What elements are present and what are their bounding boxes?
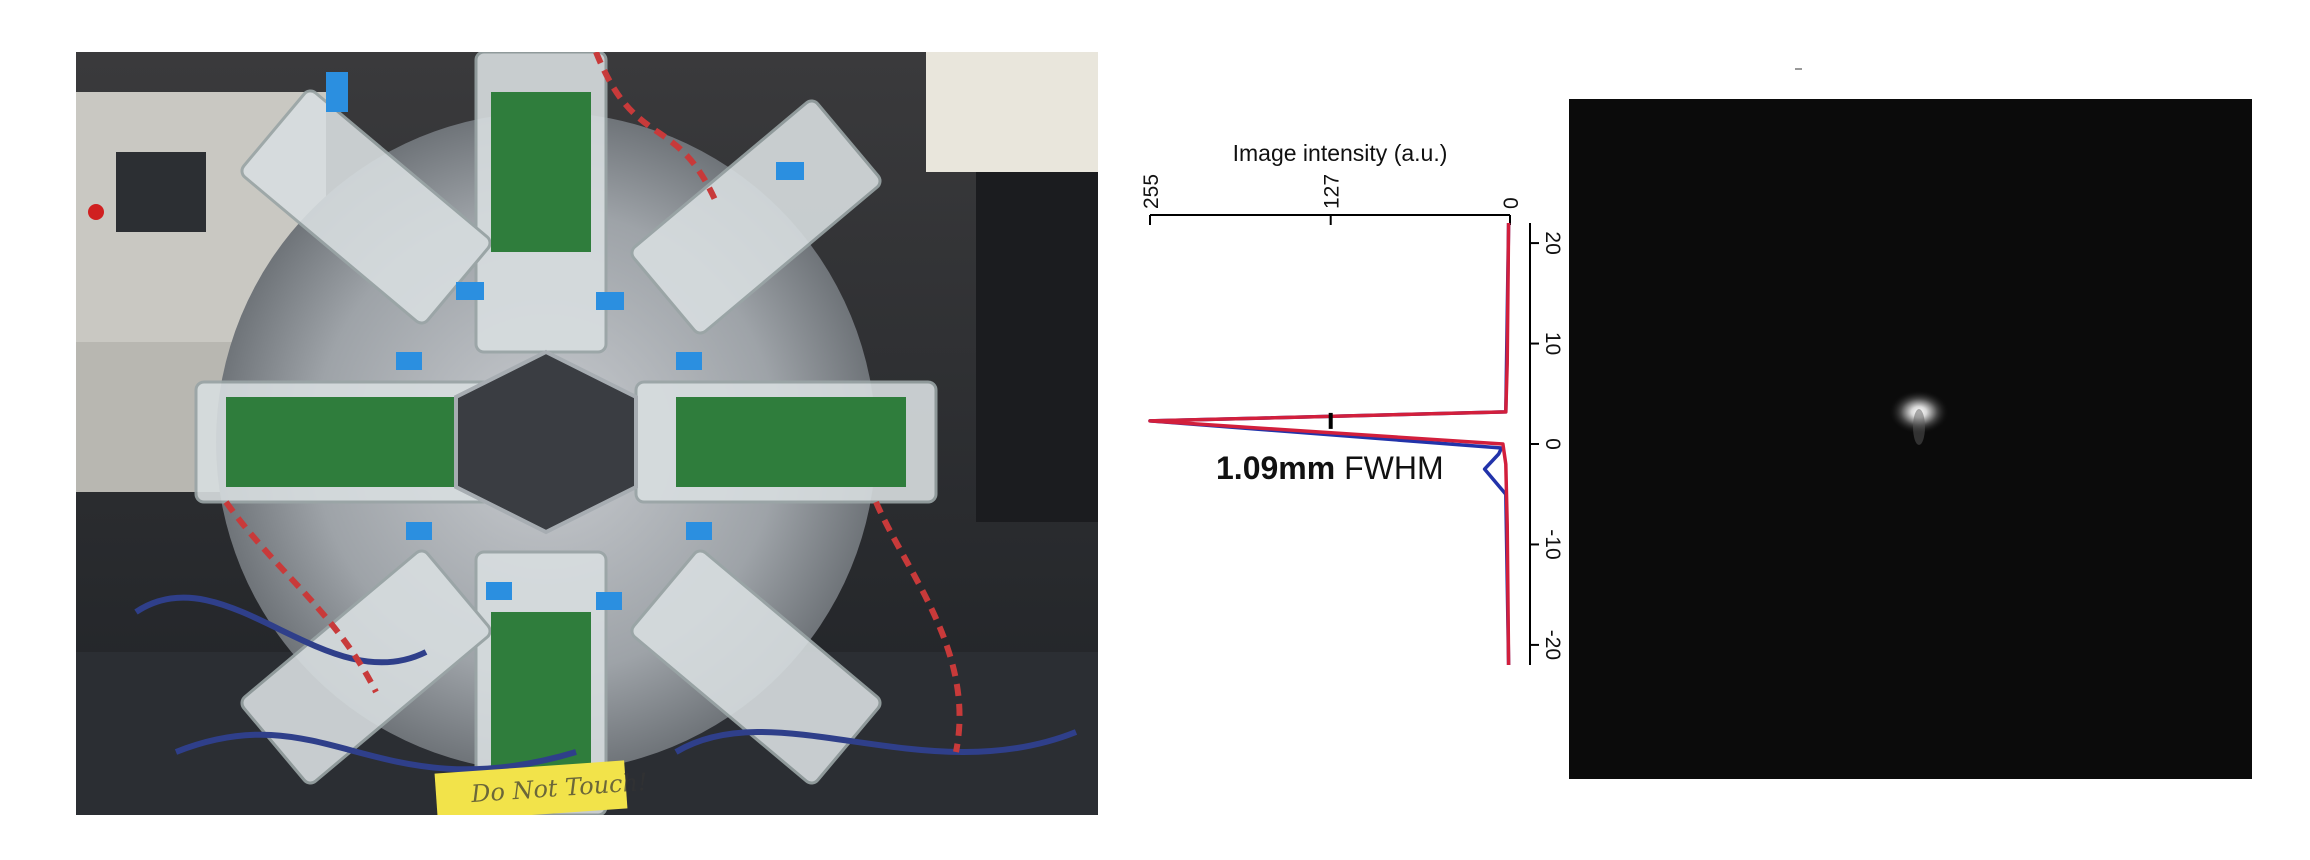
detector-ring-photo-icon — [76, 52, 1098, 815]
spot-image — [1569, 99, 2252, 779]
fwhm-unit: FWHM — [1344, 450, 1444, 486]
profile-trace-red — [1148, 222, 1511, 666]
side-tick-label: -10 — [1541, 529, 1564, 559]
profile-chart-svg: 255 127 0 20 10 0 -10 -20 — [1140, 174, 1564, 666]
side-tick-label: 20 — [1541, 231, 1564, 254]
fwhm-value: 1.09mm — [1216, 450, 1336, 486]
bright-spot-icon — [1889, 390, 1949, 445]
top-tick-label: 0 — [1500, 197, 1523, 209]
small-dash-mark — [1795, 68, 1802, 70]
side-tick-label: -20 — [1541, 630, 1564, 660]
intensity-profile-plot: Image intensity (a.u.) 255 127 0 20 10 0 -10 -2… — [1090, 120, 1564, 680]
fwhm-label: 1.09mm FWHM — [1216, 450, 1444, 487]
side-tick-label: 10 — [1541, 332, 1564, 355]
x-axis-title: Image intensity (a.u.) — [1232, 140, 1448, 166]
detector-ring-photo: Do Not Touch! — [76, 52, 1098, 815]
top-tick-label: 127 — [1321, 174, 1344, 209]
side-tick-label: 0 — [1541, 438, 1564, 450]
profile-trace-blue — [1148, 222, 1511, 666]
top-tick-label: 255 — [1140, 174, 1163, 209]
